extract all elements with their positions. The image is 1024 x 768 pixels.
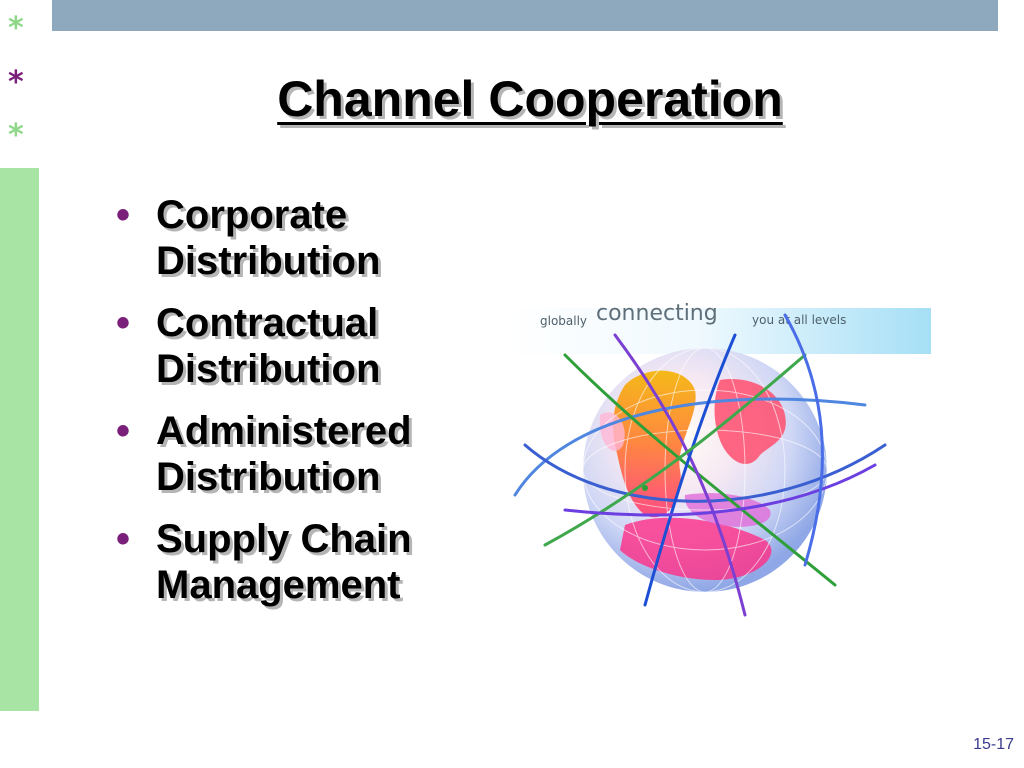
tagline-band [505,308,931,354]
tagline-middle: connecting [596,301,718,326]
bullet-text-line1: Contractual [156,301,379,345]
page-number: 15-17 [973,736,1014,753]
star-decoration-3: * [8,118,24,153]
bullet-text-line2: Distribution [156,239,381,283]
bullet-item-corporate-distribution: • Corporate Distribution [116,192,536,284]
bullet-item-contractual-distribution: • Contractual Distribution [116,300,536,392]
bullet-text-line2: Management [156,563,401,607]
bullet-icon: • [116,409,131,453]
bullet-icon: • [116,517,131,561]
bullet-text-line1: Administered [156,409,412,453]
bullet-icon: • [116,301,131,345]
bullet-text-line1: Supply Chain [156,517,412,561]
top-decorative-bar [52,0,998,31]
tagline-right: you at all levels [752,313,847,327]
bullet-icon: • [116,193,131,237]
slide-title: Channel Cooperation [277,71,783,127]
globe-icon [513,313,887,617]
globe-image [505,295,935,630]
star-decoration-2: * [8,65,24,100]
tagline-left: globally [540,314,588,328]
bullet-text-line1: Corporate [156,193,348,237]
bullet-text-line2: Distribution [156,347,381,391]
bullet-item-administered-distribution: • Administered Distribution [116,408,536,500]
bullet-text-line2: Distribution [156,455,381,499]
bullet-list: • Corporate Distribution • Contractual D… [116,192,536,624]
bullet-item-supply-chain-management: • Supply Chain Management [116,516,536,608]
star-decoration-1: * [8,11,24,46]
side-decorative-bar [0,168,39,711]
